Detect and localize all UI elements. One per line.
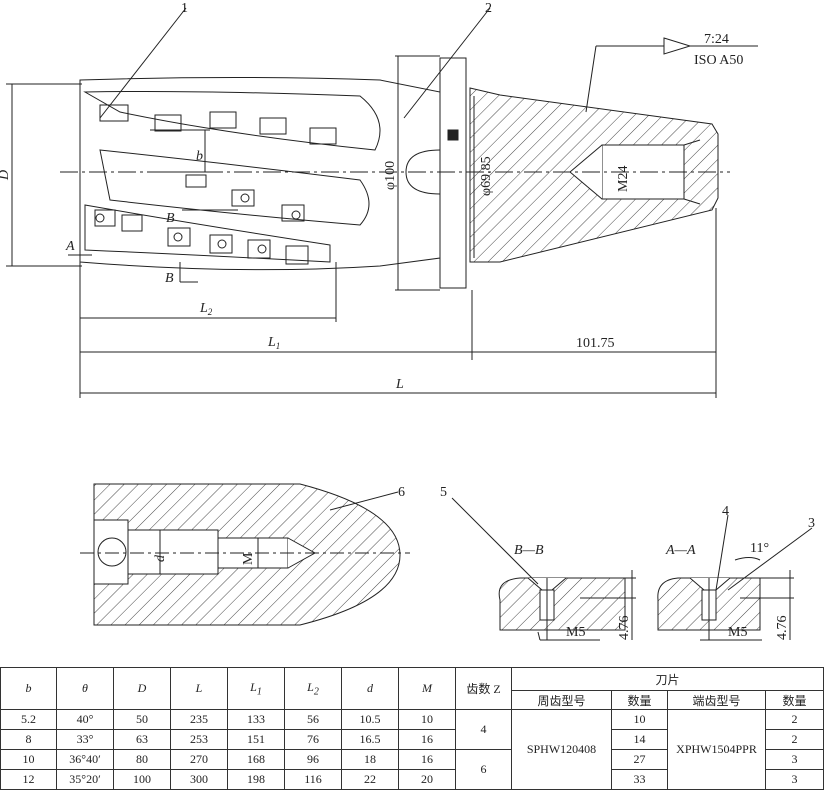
helical-flute-3: [84, 204, 331, 263]
dim-L: L: [395, 377, 404, 392]
header-theta: θ: [56, 667, 114, 710]
dim-angle-11: 11°: [750, 541, 769, 556]
cell-theta: 33°: [56, 729, 114, 750]
header-peri-type: 周齿型号: [511, 690, 612, 710]
cell-L1: 133: [227, 709, 285, 730]
cell-theta: 35°20′: [56, 769, 114, 790]
callout-6: 6: [398, 485, 405, 500]
label-B-top: B: [166, 211, 175, 226]
dim-M: M: [241, 552, 256, 565]
header-L: L: [170, 667, 228, 710]
cell-L1: 198: [227, 769, 285, 790]
table-row: 5.2 40° 50 235 133 56 10.5 10 4 SPHW1204…: [0, 709, 825, 790]
dim-phi100: φ100: [383, 161, 398, 190]
header-L2: L2: [284, 667, 342, 710]
header-D: D: [113, 667, 171, 710]
cell-end-qty: 3: [764, 769, 825, 790]
header-inserts: 刀片: [510, 667, 825, 691]
dim-M5-bb: M5: [566, 625, 585, 640]
cell-d: 18: [341, 749, 399, 770]
cell-end-qty: 2: [764, 709, 825, 730]
cell-D: 80: [113, 749, 171, 770]
cell-b: 8: [0, 729, 57, 750]
callout-3: 3: [808, 516, 815, 531]
cell-d: 10.5: [341, 709, 399, 730]
dim-476-bb: 4.76: [617, 616, 632, 641]
taper-standard: ISO A50: [694, 53, 743, 68]
cell-theta: 36°40′: [56, 749, 114, 770]
callout-4: 4: [722, 504, 729, 519]
cell-peri-qty: 27: [611, 749, 668, 770]
header-L1: L1: [227, 667, 285, 710]
header-teeth: 齿数 Z: [455, 667, 512, 710]
dim-M5-aa: M5: [728, 625, 747, 640]
cell-M: 10: [398, 709, 456, 730]
specification-table: b θ D L L1 L2 d M 齿数 Z 刀片 周齿型号 数量 端齿型号 数…: [0, 667, 825, 790]
cell-b: 5.2: [0, 709, 57, 730]
dim-L1: L1: [267, 335, 280, 351]
label-AA: A—A: [665, 543, 696, 558]
cell-L2: 96: [284, 749, 342, 770]
callout-1: 1: [181, 1, 188, 16]
cell-peri-type: SPHW120408: [511, 709, 612, 790]
header-b: b: [0, 667, 57, 710]
cell-L: 300: [170, 769, 228, 790]
cell-peri-qty: 14: [611, 729, 668, 750]
dim-d: d: [153, 554, 168, 562]
callout-5: 5: [440, 485, 447, 500]
cell-M: 16: [398, 729, 456, 750]
header-M: M: [398, 667, 456, 710]
dim-476-aa: 4.76: [775, 616, 790, 641]
cell-L2: 56: [284, 709, 342, 730]
helical-flute-1: [83, 91, 381, 151]
dim-L2: L2: [199, 301, 213, 317]
cell-L1: 151: [227, 729, 285, 750]
cutter-body: [79, 77, 441, 271]
dim-D: D: [0, 170, 12, 181]
header-end-type: 端齿型号: [667, 690, 766, 710]
flange: [439, 57, 467, 289]
header-peri-qty: 数量: [611, 690, 668, 710]
cell-M: 16: [398, 749, 456, 770]
header-d: d: [341, 667, 399, 710]
taper-ratio: 7:24: [704, 32, 729, 47]
label-BB: B—B: [514, 543, 544, 558]
dim-b: b: [196, 149, 203, 164]
inserts: [94, 104, 337, 265]
dim-phi6985: φ69.85: [479, 156, 494, 196]
cell-L: 235: [170, 709, 228, 730]
label-B-bottom: B: [165, 271, 174, 286]
dim-M24: M24: [616, 166, 631, 192]
cell-peri-qty: 10: [611, 709, 668, 730]
cell-D: 100: [113, 769, 171, 790]
label-A: A: [65, 239, 75, 254]
cell-L: 253: [170, 729, 228, 750]
cell-L: 270: [170, 749, 228, 770]
cell-D: 50: [113, 709, 171, 730]
cell-peri-qty: 33: [611, 769, 668, 790]
cell-D: 63: [113, 729, 171, 750]
helical-flute-2: [99, 149, 370, 226]
dim-101-75: 101.75: [576, 336, 615, 351]
cell-L2: 76: [284, 729, 342, 750]
cell-end-type: XPHW1504PPR: [667, 709, 766, 790]
cell-teeth: 4: [455, 709, 512, 750]
cell-b: 10: [0, 749, 57, 770]
cell-theta: 40°: [56, 709, 114, 730]
cell-d: 22: [341, 769, 399, 790]
cell-teeth: 6: [455, 749, 512, 790]
cell-end-qty: 2: [764, 729, 825, 750]
header-end-qty: 数量: [764, 690, 825, 710]
tool-drawing: 1 2 6 5 4 3 7:24 ISO A50 D b φ100 φ69.85…: [0, 1, 815, 641]
section-bb: [498, 577, 626, 631]
cell-b: 12: [0, 769, 57, 790]
cell-L2: 116: [284, 769, 342, 790]
cell-d: 16.5: [341, 729, 399, 750]
cell-L1: 168: [227, 749, 285, 770]
cell-M: 20: [398, 769, 456, 790]
callout-2: 2: [485, 1, 492, 16]
table-row: 12 35°20′ 100 300 198 116 22 20 33 3: [0, 769, 825, 790]
cell-end-qty: 3: [764, 749, 825, 770]
